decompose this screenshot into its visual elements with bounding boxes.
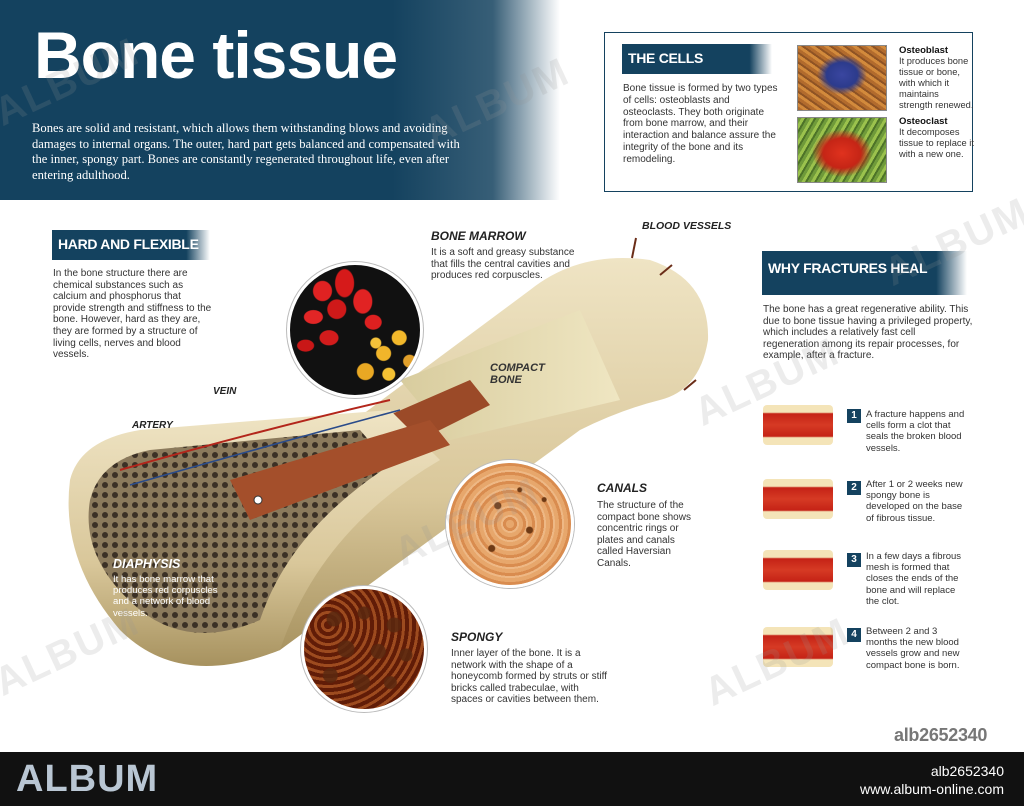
- canals-title: CANALS: [597, 481, 647, 495]
- step-text: A fracture happens and cells form a clot…: [866, 409, 965, 454]
- fractures-heading: WHY FRACTURES HEAL: [762, 251, 967, 295]
- bone-marrow-text: It is a soft and greasy substance that f…: [431, 247, 575, 282]
- vessel-stub: [659, 264, 673, 276]
- title-banner: [0, 0, 560, 200]
- artery-label: ARTERY: [132, 420, 173, 431]
- spongy-cavities: [304, 589, 424, 709]
- hard-flexible-heading: HARD AND FLEXIBLE: [52, 230, 210, 260]
- bone-marrow-title: BONE MARROW: [431, 229, 526, 243]
- bone-illustration: [68, 237, 709, 666]
- vein-vessel: [129, 409, 401, 486]
- osteoblast-name: Osteoblast: [899, 45, 949, 56]
- footer-url[interactable]: www.album-online.com: [860, 781, 1004, 797]
- cells-text: Bone tissue is formed by two types of ce…: [623, 83, 778, 165]
- fractures-text: The bone has a great regenerative abilit…: [763, 304, 973, 362]
- osteoblast-micrograph: [797, 45, 887, 111]
- fracture-step-3-image: [763, 550, 833, 590]
- hard-flexible-text: In the bone structure there are chemical…: [53, 268, 212, 361]
- footer-bar: [0, 752, 1024, 806]
- step-number: 2: [847, 481, 861, 495]
- step-text: Between 2 and 3 months the new blood ves…: [866, 626, 960, 671]
- diaphysis-pointer: [253, 495, 263, 505]
- compact-bone-label: COMPACT BONE: [490, 362, 545, 386]
- cells-heading: THE CELLS: [622, 44, 772, 74]
- osteoclast-desc: It decomposes tissue to replace it with …: [899, 127, 974, 159]
- vessel-stub: [631, 237, 637, 259]
- page-title: Bone tissue: [34, 18, 398, 92]
- step-number: 3: [847, 553, 861, 567]
- step-number: 1: [847, 409, 861, 423]
- fracture-step-2-image: [763, 479, 833, 519]
- step-text: After 1 or 2 weeks new spongy bone is de…: [866, 479, 963, 524]
- vessel-stub: [683, 379, 697, 391]
- album-logo: ALBUM: [16, 758, 159, 800]
- blood-vessels-label: BLOOD VESSELS: [642, 220, 732, 232]
- spongy-title: SPONGY: [451, 630, 503, 644]
- fracture-step-4-image: [763, 627, 833, 667]
- artery-vessel: [119, 399, 391, 471]
- footer-id: alb2652340: [930, 763, 1004, 779]
- vein-label: VEIN: [213, 386, 237, 397]
- diaphysis-text: It has bone marrow that produces red cor…: [113, 574, 218, 619]
- step-text: In a few days a fibrous mesh is formed t…: [866, 551, 962, 607]
- canals-text: The structure of the compact bone shows …: [597, 500, 691, 569]
- osteoclast-micrograph: [797, 117, 887, 183]
- intro-text: Bones are solid and resistant, which all…: [32, 121, 460, 182]
- osteoclast-name: Osteoclast: [899, 116, 948, 127]
- diaphysis-title: DIAPHYSIS: [113, 557, 181, 571]
- marrow-micrograph: [287, 262, 423, 398]
- fracture-step-1-image: [763, 405, 833, 445]
- osteoblast-desc: It produces bone tissue or bone, with wh…: [899, 56, 974, 110]
- marrow-core: [230, 420, 450, 520]
- step-number: 4: [847, 628, 861, 642]
- image-code: alb2652340: [894, 725, 988, 745]
- canals-micrograph: [446, 460, 574, 588]
- spongy-text: Inner layer of the bone. It is a network…: [451, 648, 607, 706]
